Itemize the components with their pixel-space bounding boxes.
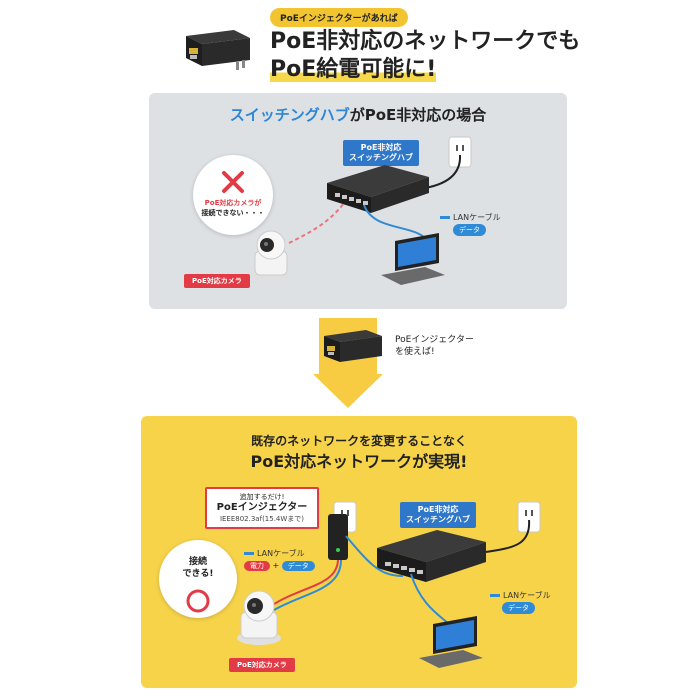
- header-badge: PoEインジェクターがあれば: [270, 8, 408, 27]
- panel-top-title: スイッチングハブがPoE非対応の場合: [149, 104, 567, 125]
- injector-small-image: [318, 326, 390, 366]
- wall-outlet-icon-right: [517, 501, 541, 533]
- lan-label-text: LANケーブル: [453, 213, 501, 222]
- panel-bottom-title: 既存のネットワークを変更することなく PoE対応ネットワークが実現!: [141, 432, 577, 474]
- title-line-1: PoE非対応のネットワークでも: [270, 29, 581, 54]
- lan-label-left-text: LANケーブル: [257, 549, 305, 558]
- can-connect-text: 接続 できる!: [159, 556, 237, 580]
- switching-hub-icon-bottom: [377, 530, 486, 582]
- data-chip: データ: [281, 561, 315, 571]
- top-network-illustration: [251, 136, 472, 285]
- camera-label-top: PoE対応カメラ: [184, 274, 250, 288]
- laptop-icon: [381, 233, 445, 285]
- title-line-2: PoE給電可能に!: [270, 57, 437, 82]
- arrow-text: PoEインジェクター を使えば!: [395, 334, 474, 358]
- lan-dash-icon: [440, 216, 450, 219]
- bubble-text: PoE対応カメラが 接続できない・・・: [193, 198, 273, 218]
- plus-sign: +: [272, 561, 280, 570]
- can-connect-bubble: [159, 540, 237, 618]
- lan-label-right-text: LANケーブル: [503, 591, 551, 600]
- hub-tag-bottom-line-1: PoE非対応: [417, 505, 459, 514]
- page-title: PoE非対応のネットワークでも PoE給電可能に!: [270, 28, 580, 84]
- circle-ok-icon: [186, 589, 210, 613]
- arrow-head: [313, 374, 383, 408]
- arrow-text-line-1: PoEインジェクター: [395, 335, 474, 345]
- bubble-line-1: PoE対応カメラが: [204, 199, 262, 207]
- injector-callout: 追加するだけ! PoEインジェクター IEEE802.3af(15.4Wまで): [205, 487, 319, 529]
- lan-label-bottom-left: LANケーブル: [244, 548, 305, 559]
- hub-tag: PoE非対応 スイッチングハブ: [343, 140, 419, 166]
- laptop-icon-bottom: [419, 616, 483, 668]
- hub-tag-bottom-line-2: スイッチングハブ: [406, 515, 470, 524]
- poe-injector-image: [176, 24, 258, 70]
- bubble-line-2: 接続できない・・・: [201, 209, 265, 217]
- lan-dash-icon: [244, 552, 254, 555]
- title-rest: がPoE非対応の場合: [349, 106, 487, 124]
- poe-injector-icon: [328, 514, 348, 560]
- poe-camera-icon: [251, 230, 291, 281]
- arrow-text-line-2: を使えば!: [395, 347, 435, 357]
- bubble-bottom-line-1: 接続: [188, 557, 207, 567]
- power-chip: 電力: [244, 561, 270, 571]
- lan-dash-icon: [490, 594, 500, 597]
- hub-tag-line-2: スイッチングハブ: [349, 153, 413, 162]
- data-chip-top: データ: [453, 224, 486, 236]
- lan-label-top: LANケーブル: [440, 212, 501, 223]
- bottom-title-line-1: 既存のネットワークを変更することなく: [251, 434, 467, 448]
- callout-line-1: 追加するだけ!: [239, 493, 285, 501]
- hub-tag-bottom: PoE非対応 スイッチングハブ: [400, 502, 476, 528]
- data-chip-bottom-right: データ: [502, 602, 535, 614]
- bubble-bottom-line-2: できる!: [182, 569, 214, 579]
- lan-label-bottom-right: LANケーブル: [490, 590, 551, 601]
- bottom-title-line-2: PoE対応ネットワークが実現!: [250, 452, 468, 471]
- callout-line-3: IEEE802.3af(15.4Wまで): [219, 515, 305, 523]
- hub-tag-line-1: PoE非対応: [360, 143, 402, 152]
- poe-camera-icon-bottom: [237, 590, 281, 645]
- cross-mark-icon: [222, 171, 244, 193]
- bottom-network-illustration: [237, 501, 541, 668]
- wall-outlet-icon: [448, 136, 472, 168]
- callout-line-2: PoEインジェクター: [216, 502, 308, 513]
- power-data-chips: 電力 + データ: [244, 561, 315, 571]
- no-connect-bubble: [193, 155, 273, 235]
- camera-label-bottom: PoE対応カメラ: [229, 658, 295, 672]
- switching-hub-icon: [327, 165, 429, 213]
- title-highlight: スイッチングハブ: [229, 106, 350, 124]
